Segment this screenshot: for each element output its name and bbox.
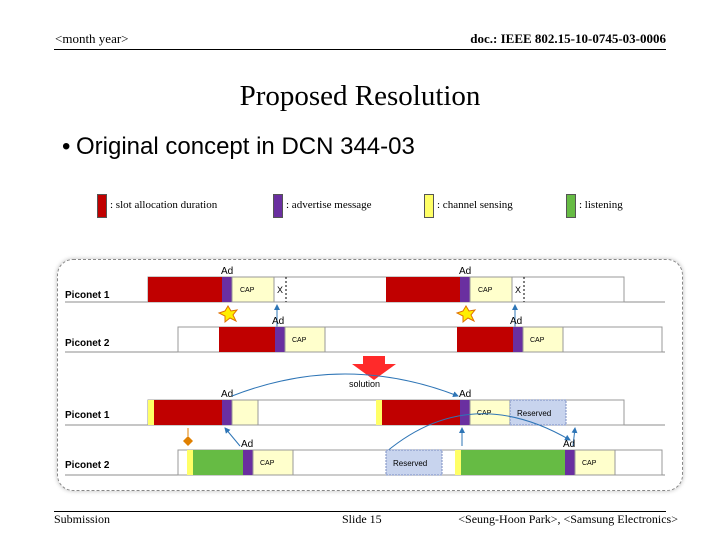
- legend-swatch-slot: [97, 194, 107, 218]
- row4-listen-2: [461, 450, 565, 475]
- ad-curve-arrow-1: [231, 373, 459, 397]
- row1-cap-1-label: CAP: [240, 287, 255, 294]
- row4-ad-2: [565, 450, 575, 475]
- row3-sense-1: [148, 400, 154, 425]
- ad-curve-arrow-2: [385, 413, 571, 453]
- legend-label-listening: : listening: [579, 199, 623, 211]
- row4-reserved: [385, 449, 443, 476]
- row1-ad-label-2: Ad: [459, 266, 471, 277]
- row4-sense-1: [187, 450, 193, 475]
- row4-cap-1-label: CAP: [260, 460, 275, 467]
- footer-slide-number: Slide 15: [342, 512, 382, 526]
- row2-ad-label-2: Ad: [510, 316, 522, 327]
- row1-x-1: X: [277, 285, 283, 295]
- legend-label-sensing: : channel sensing: [437, 199, 513, 211]
- header-date: <month year>: [55, 31, 129, 46]
- sensing-diamond-icon: [183, 436, 193, 446]
- row4-ad-label-1: Ad: [241, 439, 253, 450]
- footer-divider: [54, 511, 666, 512]
- row4-ad-arrow-1: [224, 427, 241, 447]
- row2-ad-2: [513, 327, 523, 352]
- collision-star-1: [217, 305, 239, 324]
- row4-ad-1: [243, 450, 253, 475]
- diagram-frame: [57, 259, 683, 491]
- row1-ad-label-1: Ad: [221, 266, 233, 277]
- row1-x-2: X: [515, 285, 521, 295]
- row4-cap-2: [574, 449, 616, 476]
- legend-swatch-listening: [566, 194, 576, 218]
- row2-label: Piconet 2: [65, 338, 110, 349]
- row3-slot-1: [154, 400, 222, 425]
- row1-label: Piconet 1: [65, 290, 110, 301]
- row3-ad-2: [460, 400, 470, 425]
- collision-star-2: [455, 305, 477, 324]
- row4-label: Piconet 2: [65, 460, 110, 471]
- row2-cap-2: [522, 326, 564, 353]
- row2-cap-1-label: CAP: [292, 337, 307, 344]
- row4-reserved-label: Reserved: [393, 459, 427, 468]
- row2-cap-2-label: CAP: [530, 337, 545, 344]
- bullet-text: Original concept in DCN 344-03: [76, 133, 415, 160]
- row2-ad-label-1: Ad: [272, 316, 284, 327]
- row1-cap-1: [231, 276, 275, 303]
- row1-ad-2: [460, 277, 470, 302]
- legend-label-advertise: : advertise message: [286, 199, 372, 211]
- row3-label: Piconet 1: [65, 410, 110, 421]
- row3-ad-label-2: Ad: [459, 389, 471, 400]
- slide-title: Proposed Resolution: [239, 80, 481, 112]
- row2-ad-1: [275, 327, 285, 352]
- footer-submission: Submission: [54, 512, 111, 526]
- row1-slot-2: [386, 277, 460, 302]
- row1-cap-2: [469, 276, 513, 303]
- row1-cap-2-label: CAP: [478, 287, 493, 294]
- row3-ad-label-1: Ad: [221, 389, 233, 400]
- row4-cap-2-label: CAP: [582, 460, 597, 467]
- legend-swatch-advertise: [273, 194, 283, 218]
- row4-listen-1: [193, 450, 243, 475]
- solution-arrow-icon: [352, 356, 396, 380]
- row2-cap-1: [284, 326, 326, 353]
- row3-cap-1: [231, 399, 259, 426]
- row3-sense-2: [376, 400, 382, 425]
- row3-ad-1: [222, 400, 232, 425]
- row1-ad-1: [222, 277, 232, 302]
- row4-cap-1: [252, 449, 294, 476]
- row1-slot-1: [148, 277, 222, 302]
- row3-reserved-label: Reserved: [517, 409, 551, 418]
- row2-slot-2: [457, 327, 513, 352]
- row4-ad-arrow-3: [571, 427, 578, 447]
- bullet-item: •Original concept in DCN 344-03: [62, 133, 415, 161]
- header-doc-id: doc.: IEEE 802.15-10-0745-03-0006: [470, 31, 666, 46]
- footer-author: <Seung-Hoon Park>, <Samsung Electronics>: [458, 512, 678, 526]
- legend-swatch-sensing: [424, 194, 434, 218]
- bullet-dot: •: [62, 133, 71, 160]
- row3-slot-2: [382, 400, 460, 425]
- row4-sense-2: [455, 450, 461, 475]
- row2-slot-1: [219, 327, 275, 352]
- row4-ad-label-2: Ad: [563, 439, 575, 450]
- solution-label: solution: [349, 379, 380, 389]
- header-divider: [54, 49, 666, 50]
- legend-label-slot: : slot allocation duration: [110, 199, 218, 211]
